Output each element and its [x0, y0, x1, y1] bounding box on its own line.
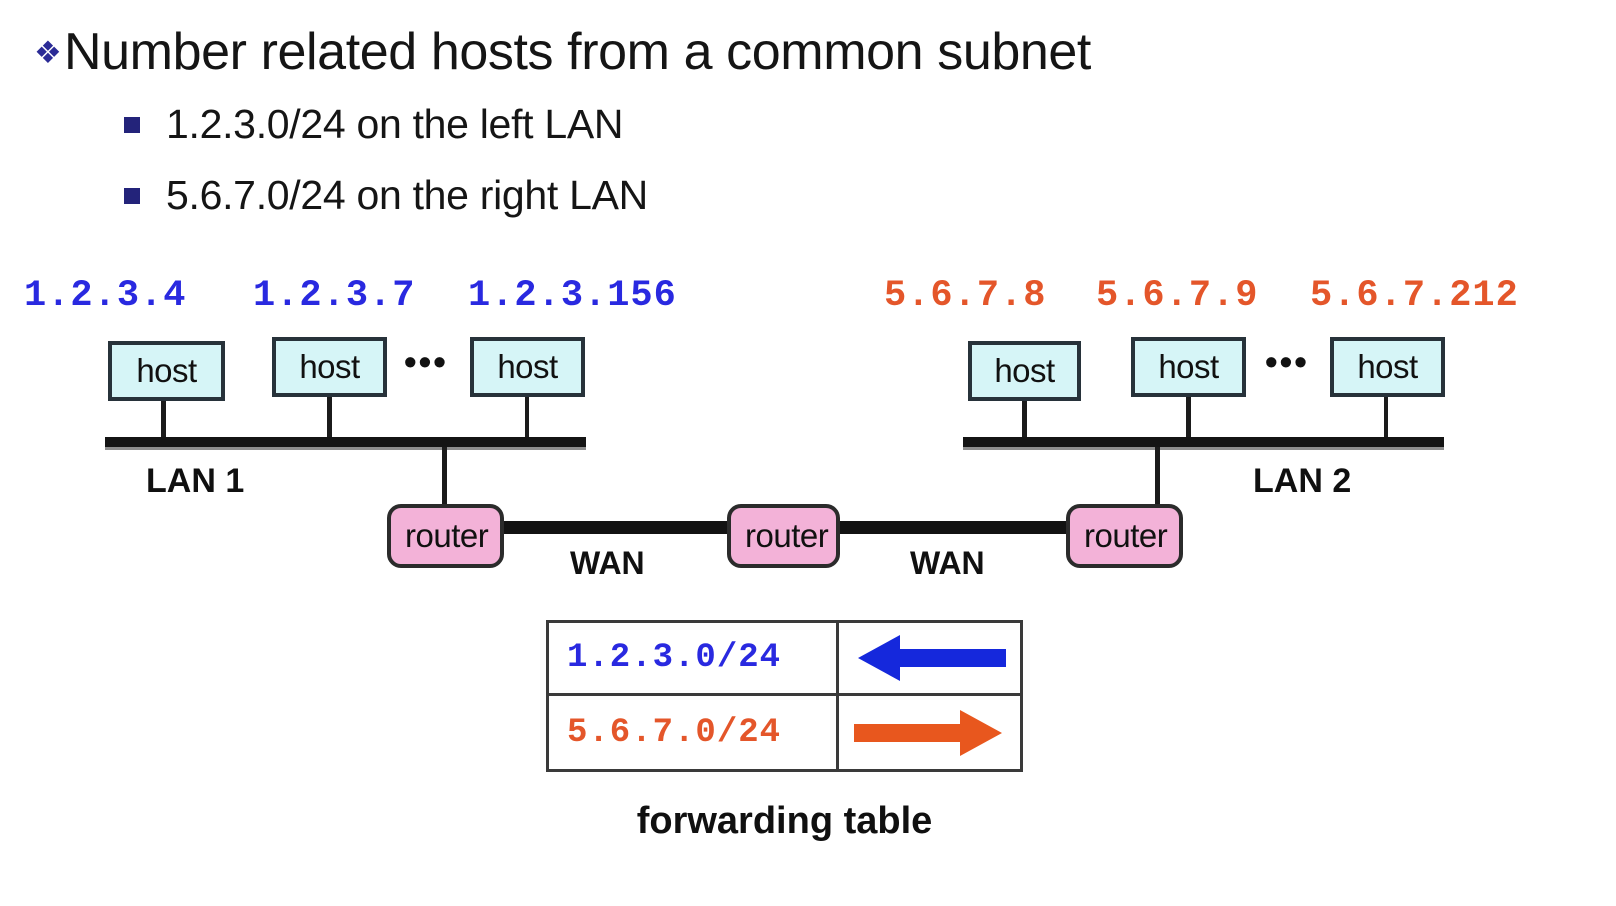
host-label: host: [1357, 348, 1418, 385]
wan-link-1: [470, 521, 760, 534]
host-drop-line-left-3: [525, 397, 529, 439]
host-label: host: [299, 348, 360, 385]
router-box-3: router: [1066, 504, 1183, 568]
host-label: host: [136, 352, 197, 389]
host-ellipsis-right: •••: [1265, 341, 1309, 382]
host-box-left-2: host: [272, 337, 387, 397]
host-drop-line-right-2: [1186, 397, 1191, 439]
lan-bus-bar-2: [963, 437, 1444, 450]
host-box-left-3: host: [470, 337, 585, 397]
forwarding-table-row-2: 5.6.7.0/24: [549, 696, 1020, 769]
host-drop-line-right-1: [1022, 401, 1027, 439]
ip-label-right-2: 5.6.7.9: [1096, 275, 1259, 317]
lan-bus-bar-1: [105, 437, 586, 450]
bullet-level2-label-2: 5.6.7.0/24 on the right LAN: [166, 172, 648, 218]
ip-label-right-3: 5.6.7.212: [1310, 275, 1519, 317]
forwarding-direction-1: [839, 623, 1020, 693]
host-label: host: [994, 352, 1055, 389]
host-box-right-1: host: [968, 341, 1081, 401]
forwarding-table-row-1: 1.2.3.0/24: [549, 623, 1020, 696]
ip-label-left-2: 1.2.3.7: [253, 275, 416, 317]
wan-label-1: WAN: [570, 545, 645, 581]
forwarding-table-caption: forwarding table: [636, 800, 933, 842]
square-bullet-icon: [124, 187, 140, 204]
host-box-right-3: host: [1330, 337, 1445, 397]
router-label: router: [745, 517, 829, 554]
forwarding-table: 1.2.3.0/24 5.6.7.0/24: [546, 620, 1023, 772]
host-label: host: [497, 348, 558, 385]
router-label: router: [405, 517, 489, 554]
ip-label-left-1: 1.2.3.4: [24, 275, 187, 317]
host-label: host: [1158, 348, 1219, 385]
lan-name-2: LAN 2: [1253, 462, 1352, 500]
square-bullet-icon: [124, 116, 140, 133]
ip-label-right-1: 5.6.7.8: [884, 275, 1047, 317]
host-box-right-2: host: [1131, 337, 1246, 397]
router-box-2: router: [727, 504, 840, 568]
lan2-router-link: [1155, 447, 1160, 507]
forwarding-prefix-2: 5.6.7.0/24: [549, 696, 839, 769]
bullet-level1: ❖ Number related hosts from a common sub…: [34, 22, 1091, 82]
router-box-1: router: [387, 504, 504, 568]
host-box-left-1: host: [108, 341, 225, 401]
bullet-level2-item-2: 5.6.7.0/24 on the right LAN: [124, 172, 648, 219]
lan1-router-link: [442, 447, 447, 507]
host-drop-line-left-1: [161, 401, 166, 439]
diamond-bullet-icon: ❖: [34, 35, 62, 70]
lan-name-1: LAN 1: [146, 462, 245, 500]
bullet-level2-label-1: 1.2.3.0/24 on the left LAN: [166, 101, 624, 147]
host-drop-line-right-3: [1384, 397, 1388, 439]
wan-label-2: WAN: [910, 545, 985, 581]
bullet-level1-label: Number related hosts from a common subne…: [64, 23, 1091, 81]
forwarding-prefix-1: 1.2.3.0/24: [549, 623, 839, 693]
forwarding-direction-2: [839, 696, 1020, 769]
arrow-right-icon: [853, 709, 1002, 756]
host-drop-line-left-2: [327, 397, 332, 439]
wan-link-2: [812, 521, 1112, 534]
arrow-left-icon: [857, 635, 1006, 681]
bullet-level2-item-1: 1.2.3.0/24 on the left LAN: [124, 101, 624, 148]
ip-label-left-3: 1.2.3.156: [468, 275, 677, 317]
router-label: router: [1084, 517, 1168, 554]
host-ellipsis-left: •••: [404, 341, 448, 382]
